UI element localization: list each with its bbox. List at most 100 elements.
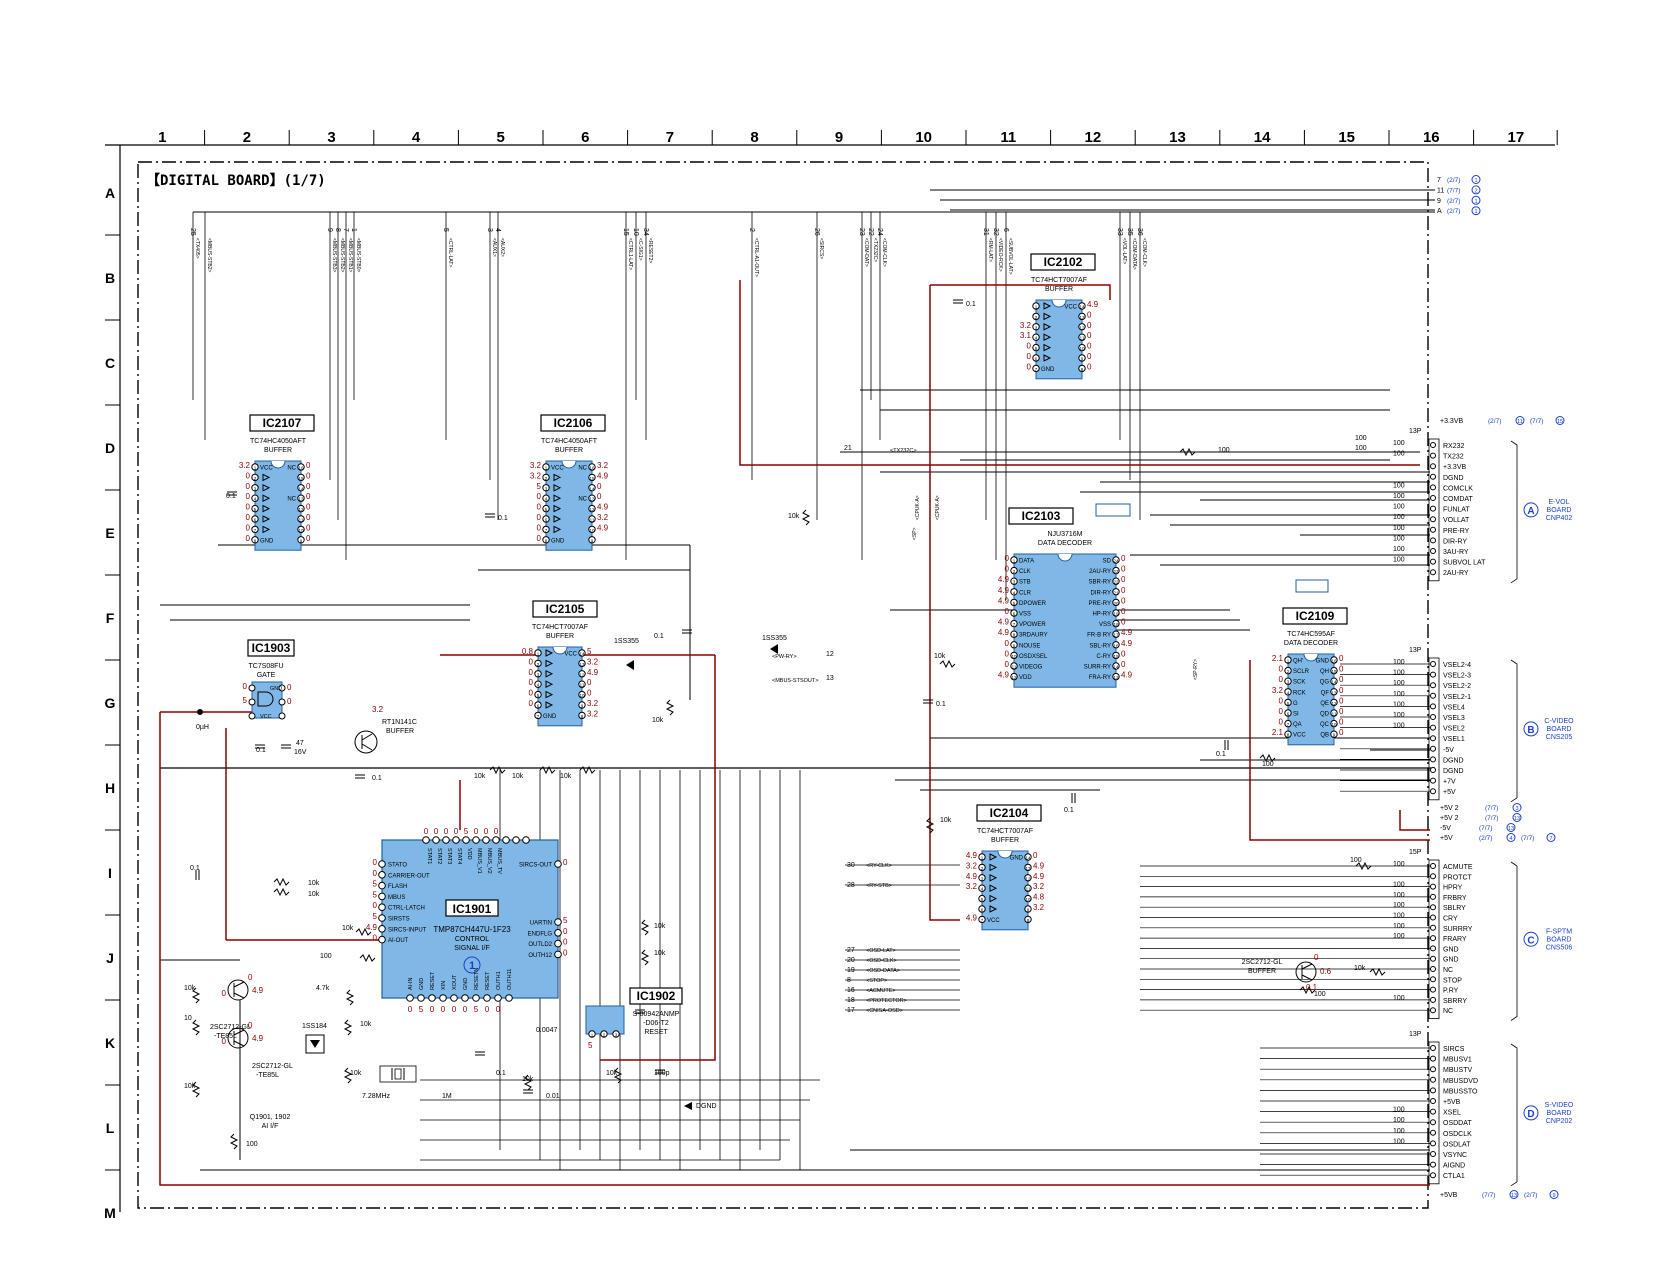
- pin-voltage: 5: [474, 1005, 479, 1014]
- pin-number: 1: [1013, 559, 1016, 564]
- pin-voltage: 0: [1027, 352, 1032, 361]
- pin-number: 6: [981, 908, 984, 913]
- connector-signal: DGND: [1443, 768, 1464, 775]
- power-label: +5V 2: [1440, 815, 1459, 822]
- buffer-symbol: [545, 701, 554, 709]
- signal-pin-number: 7: [342, 228, 349, 232]
- pin-voltage: 5: [588, 1041, 593, 1050]
- transistor-voltage: 0.6: [1320, 967, 1332, 976]
- pin-voltage: 0: [474, 827, 479, 836]
- buffer-symbol: [1043, 354, 1052, 362]
- signal-pin-number: 8: [334, 228, 341, 232]
- pin-number: 12: [579, 672, 585, 677]
- ic2103-body: [1013, 553, 1117, 688]
- pin-number: 6: [1287, 712, 1290, 717]
- pin-voltage: 0: [408, 1005, 413, 1014]
- row-label: I: [108, 865, 112, 881]
- pin: [1330, 666, 1338, 675]
- signal-pin-number: 3: [486, 228, 493, 232]
- signal-name: <VOL-LAT>: [1121, 238, 1127, 264]
- pin-label: SI: [1293, 712, 1299, 718]
- power-label: -5V: [1440, 825, 1451, 832]
- connector-signal: TX232: [1443, 454, 1464, 461]
- pin-voltage: 0: [306, 523, 311, 532]
- pin-number: 17: [1113, 633, 1119, 638]
- power-circle: [1512, 813, 1522, 822]
- pin: [248, 712, 256, 720]
- pin-voltage: 0: [529, 668, 534, 677]
- pin: [588, 515, 596, 523]
- wire: [361, 743, 373, 751]
- pin-number: 13: [1025, 866, 1031, 871]
- pin: [978, 884, 986, 892]
- pin-voltage: 2.1: [1272, 728, 1284, 737]
- connector-pin: [1430, 703, 1436, 710]
- pin-label: SIRCS-OUT: [519, 863, 552, 869]
- connector-signal: COMDAT: [1443, 496, 1474, 503]
- buffer-symbol: [262, 473, 271, 482]
- signal-pin-number: 22: [867, 228, 874, 236]
- pin-voltage: 0: [424, 827, 429, 836]
- power-label: +5V: [1440, 835, 1453, 842]
- resistor-value: 4.7k: [316, 985, 330, 992]
- pin-voltage: 4.9: [1121, 628, 1133, 637]
- power-number: 15: [1557, 419, 1563, 425]
- pin: [578, 659, 586, 668]
- resistor: [579, 765, 596, 775]
- pin-label: GND: [543, 714, 557, 720]
- ic-ref: IC2109: [1296, 609, 1335, 623]
- pin-number: 14: [1079, 305, 1085, 310]
- pin-number: 7: [1013, 622, 1016, 627]
- connector-signal: MBUSV1: [1443, 1057, 1472, 1064]
- resistor-value: 10k: [342, 925, 354, 932]
- pin-number: 13: [589, 497, 595, 502]
- column-label: 11: [1000, 129, 1016, 146]
- pin-voltage: 0: [1339, 696, 1344, 705]
- signal-name: <SP>: [912, 527, 918, 540]
- transistor-voltage: 4.9: [252, 986, 264, 995]
- connector-d-body: [1428, 1041, 1440, 1185]
- pin: [1284, 666, 1292, 675]
- pin: [542, 536, 550, 544]
- buffer-symbol: [989, 894, 998, 903]
- pin-voltage: 0: [494, 827, 499, 836]
- resistor-value: 10k: [788, 513, 800, 520]
- pin-number: 13: [298, 497, 304, 502]
- pin-voltage: 4.9: [1087, 300, 1099, 309]
- connector-signal: PRE-RY: [1443, 528, 1470, 535]
- pin-number: 23: [1113, 569, 1119, 574]
- pin-label: HP-RY: [1092, 612, 1111, 618]
- ref-sheet: (2/7): [1447, 198, 1460, 205]
- ic-ref: IC1901: [453, 902, 492, 916]
- pin-voltage: 4.9: [587, 668, 599, 677]
- pin-number: 11: [1332, 712, 1337, 717]
- pin-number: 14: [589, 486, 595, 491]
- signal-pin-number: 4: [494, 228, 501, 232]
- pin-voltage: 3.1: [1020, 331, 1032, 340]
- transistor-caption: AI I/F: [262, 1123, 279, 1130]
- pin: [588, 536, 596, 544]
- ground-arrow: [684, 1102, 692, 1110]
- pin: [1284, 677, 1292, 685]
- connector-pin: [1430, 452, 1436, 459]
- pin-voltage: 3.2: [239, 461, 251, 470]
- pin: [554, 918, 562, 926]
- pin-voltage: 0: [484, 827, 489, 836]
- resistor-value: 100: [320, 953, 332, 960]
- capacitor-value: 0.1: [190, 865, 200, 872]
- pin: [1032, 333, 1040, 341]
- pin-label: GND: [1316, 659, 1330, 665]
- pin: [1032, 354, 1040, 362]
- pin-number: 5: [1013, 601, 1016, 606]
- buffer-symbol: [1043, 343, 1052, 352]
- row-label: J: [106, 950, 114, 966]
- power-circle: [1515, 416, 1525, 425]
- signal-name: <CPUK-A>: [935, 495, 941, 520]
- buffer-symbol: [262, 525, 271, 534]
- ic-func: GATE: [257, 672, 276, 679]
- connector-pin: [1430, 516, 1436, 523]
- power-circle: [1549, 1190, 1559, 1199]
- pin-label: XOUT: [452, 974, 458, 990]
- pin-number: 11: [1012, 665, 1017, 670]
